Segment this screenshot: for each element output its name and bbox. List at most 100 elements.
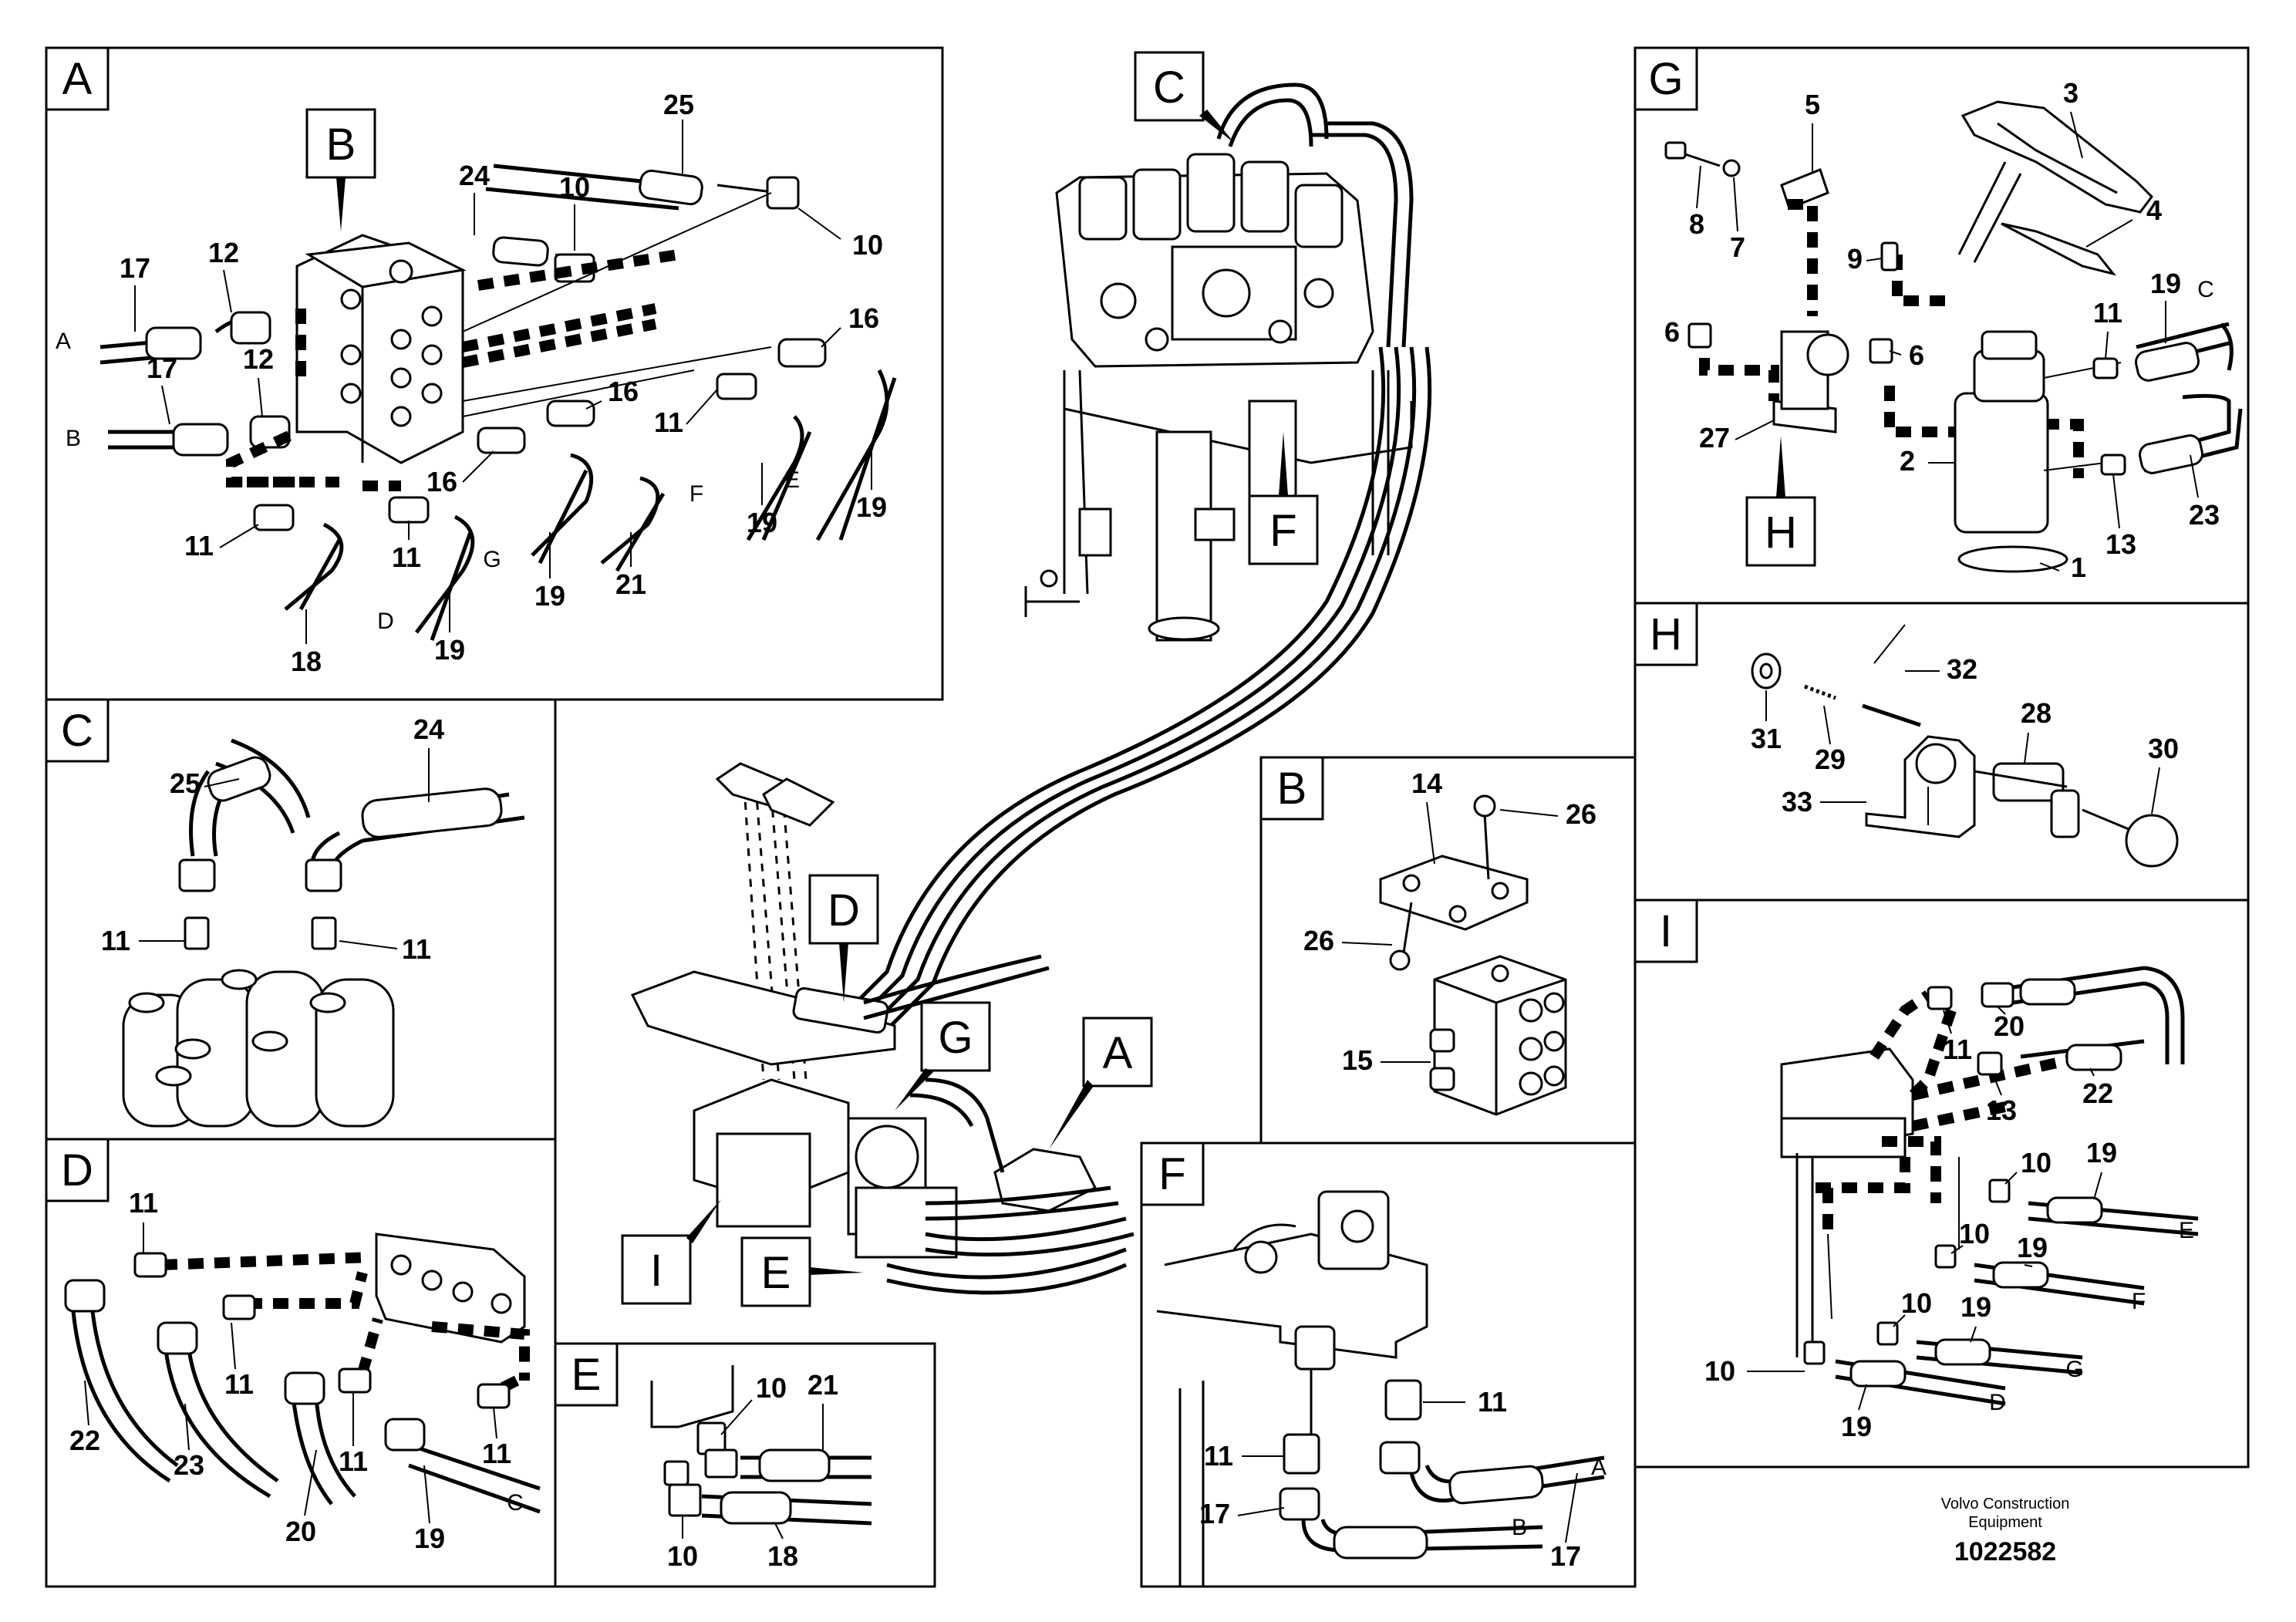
label: 16 bbox=[848, 302, 879, 334]
label: 17 bbox=[147, 352, 177, 384]
label: 19 bbox=[414, 1523, 445, 1554]
port-label: C bbox=[2197, 277, 2214, 302]
label: 8 bbox=[1689, 208, 1704, 240]
callout-f: F bbox=[1269, 506, 1296, 556]
label: 10 bbox=[852, 229, 883, 261]
callout-c: C bbox=[1153, 62, 1185, 113]
callout-i: I bbox=[650, 1246, 663, 1296]
callout-h: H bbox=[1765, 508, 1797, 558]
port-label: B bbox=[66, 426, 81, 451]
label: 18 bbox=[291, 646, 322, 677]
label: 19 bbox=[2150, 268, 2181, 299]
label: 11 bbox=[2093, 297, 2122, 329]
label: 11 bbox=[654, 406, 683, 438]
label: 26 bbox=[1566, 798, 1596, 830]
label: 17 bbox=[1550, 1540, 1581, 1572]
label: 17 bbox=[1199, 1498, 1230, 1529]
label: 19 bbox=[434, 634, 465, 666]
port-label: C bbox=[507, 1490, 524, 1516]
label: 22 bbox=[69, 1425, 100, 1456]
label: 27 bbox=[1699, 422, 1730, 454]
company-line-1: Volvo Construction bbox=[1940, 1496, 2070, 1512]
port-label: D bbox=[377, 609, 394, 634]
panel-b: B 14 26 26 15 bbox=[1259, 756, 1637, 1145]
label: 1 bbox=[2071, 551, 2086, 583]
panel-e: E 10 21 10 18 bbox=[554, 1342, 936, 1588]
label: 18 bbox=[767, 1540, 798, 1572]
label: 10 bbox=[2021, 1147, 2052, 1179]
label: 19 bbox=[534, 580, 565, 612]
label: 31 bbox=[1751, 723, 1782, 754]
label: 23 bbox=[174, 1449, 204, 1481]
label: 23 bbox=[2189, 499, 2220, 531]
port-label: G bbox=[2065, 1357, 2083, 1382]
panel-d-letter: D bbox=[61, 1145, 93, 1195]
label: 4 bbox=[2146, 194, 2162, 226]
label: 14 bbox=[1411, 767, 1442, 799]
label: 10 bbox=[559, 171, 590, 203]
panel-a-letter: A bbox=[62, 54, 93, 104]
label: 11 bbox=[1943, 1034, 1972, 1065]
callout-a: A bbox=[1103, 1028, 1133, 1078]
port-label: E bbox=[784, 467, 800, 493]
label: 19 bbox=[2017, 1232, 2048, 1263]
label: 25 bbox=[170, 767, 201, 799]
port-label: E bbox=[2179, 1218, 2194, 1243]
panel-d: D 11 11 11 11 22 23 20 bbox=[45, 1138, 557, 1588]
panel-g-letter: G bbox=[1648, 54, 1683, 104]
label: 2 bbox=[1900, 445, 1915, 477]
label: 19 bbox=[747, 507, 777, 538]
label: 10 bbox=[1704, 1355, 1735, 1387]
label: 17 bbox=[120, 252, 150, 284]
panel-h-letter: H bbox=[1650, 609, 1682, 659]
valve-stack-detail bbox=[122, 969, 395, 1128]
panel-c-letter: C bbox=[61, 706, 93, 756]
label: 24 bbox=[459, 160, 490, 191]
label: 7 bbox=[1730, 231, 1745, 263]
label: 10 bbox=[667, 1540, 698, 1572]
panel-a: A B bbox=[45, 46, 944, 701]
label: 20 bbox=[1994, 1010, 2025, 1042]
label: 13 bbox=[2106, 528, 2136, 560]
callout-d: D bbox=[828, 885, 860, 936]
port-label: F bbox=[689, 481, 703, 507]
label: 26 bbox=[1303, 925, 1334, 956]
main-assembly: F C D G A bbox=[621, 51, 1432, 1307]
callout-b: B bbox=[326, 120, 356, 170]
label: 10 bbox=[1959, 1218, 1990, 1249]
label: 21 bbox=[807, 1369, 838, 1401]
panel-h: H 32 31 29 28 30 33 bbox=[1633, 602, 2250, 902]
label: 12 bbox=[243, 343, 274, 375]
port-label: F bbox=[2132, 1289, 2146, 1314]
label: 13 bbox=[1986, 1094, 2017, 1126]
label: 19 bbox=[1841, 1411, 1872, 1442]
label: 11 bbox=[129, 1187, 158, 1219]
label: 33 bbox=[1782, 786, 1812, 818]
label: 22 bbox=[2082, 1077, 2113, 1109]
label: 5 bbox=[1805, 89, 1820, 120]
label: 20 bbox=[285, 1516, 316, 1547]
panel-i: I 20 11 13 bbox=[1633, 899, 2250, 1469]
callout-g: G bbox=[938, 1013, 973, 1063]
distribution-block bbox=[295, 234, 467, 464]
label: 12 bbox=[208, 237, 239, 268]
label: 11 bbox=[402, 933, 431, 965]
label: 29 bbox=[1815, 744, 1846, 775]
label: 11 bbox=[1478, 1386, 1507, 1418]
label: 19 bbox=[2086, 1137, 2117, 1168]
panel-f: F 11 11 17 17 A B bbox=[1140, 1141, 1637, 1588]
label: 6 bbox=[1664, 316, 1680, 348]
label: 19 bbox=[856, 491, 887, 523]
label: 32 bbox=[1947, 653, 1977, 685]
port-label: G bbox=[483, 547, 501, 572]
label: 10 bbox=[756, 1372, 787, 1404]
panel-g: G H bbox=[1633, 46, 2250, 605]
port-label: A bbox=[1591, 1455, 1607, 1480]
drawing-footer: Volvo Construction Equipment 1022582 bbox=[1913, 1495, 2098, 1567]
port-label: D bbox=[1989, 1390, 2006, 1415]
label: 9 bbox=[1847, 243, 1863, 275]
label: 11 bbox=[224, 1368, 254, 1400]
label: 25 bbox=[663, 89, 694, 120]
callout-e: E bbox=[761, 1248, 791, 1298]
